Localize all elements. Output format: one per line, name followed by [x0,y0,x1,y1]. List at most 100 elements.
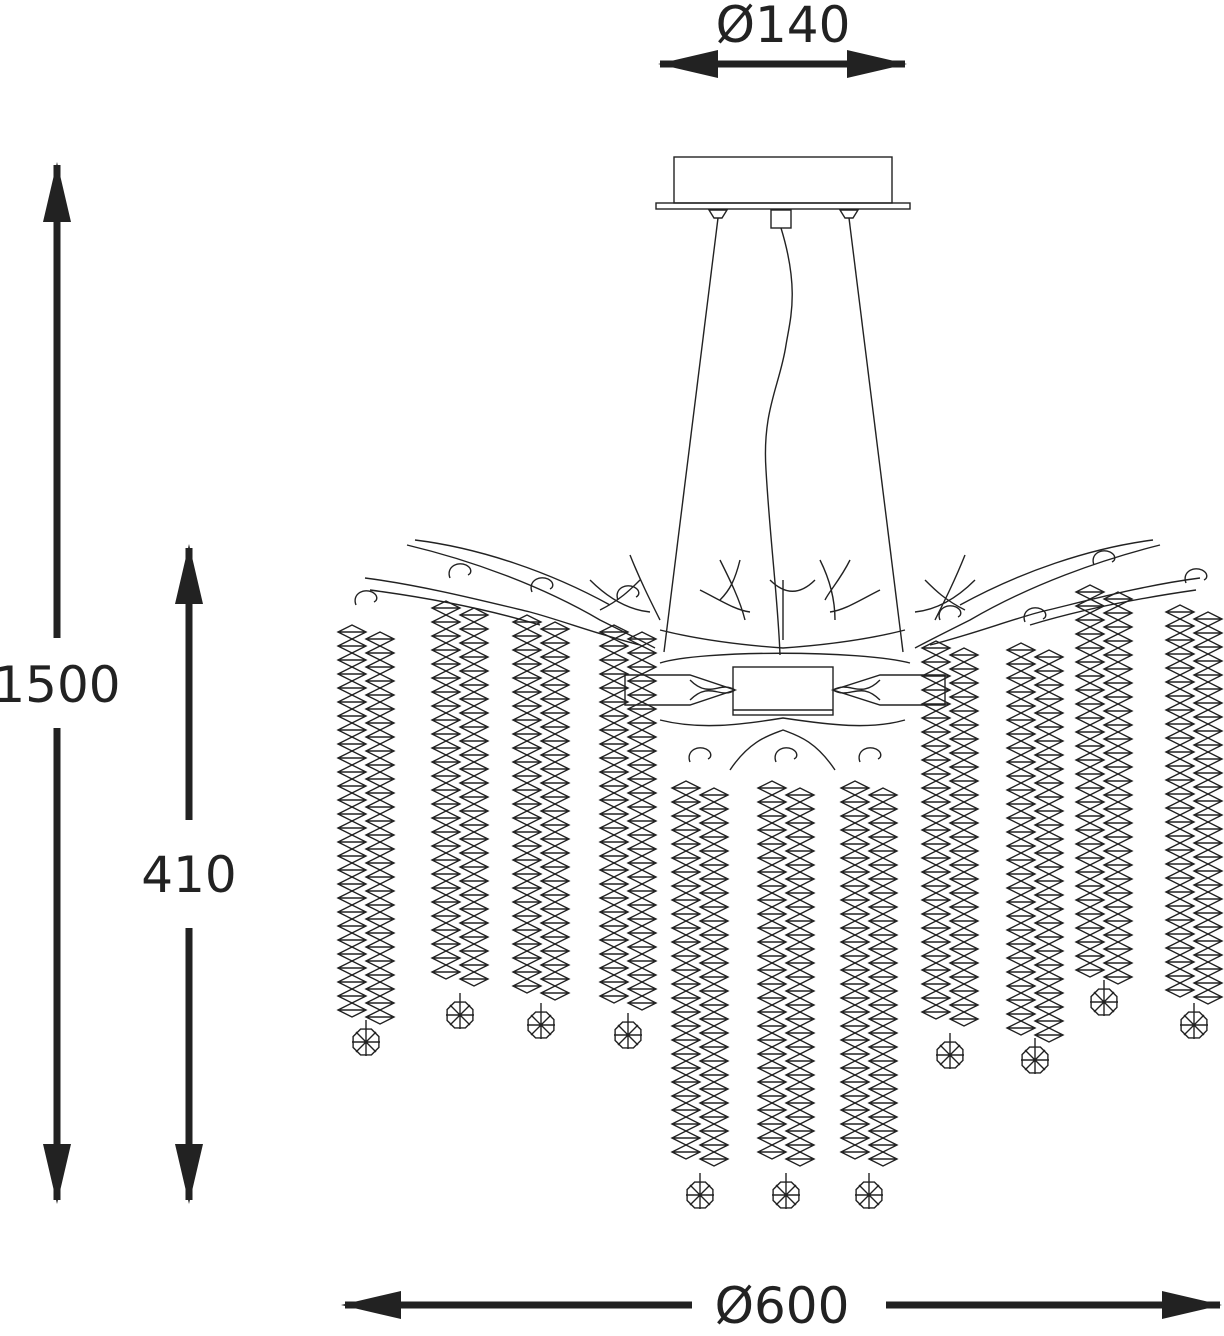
pendant-facets [614,1021,642,1049]
crystal-bead [1164,604,1196,620]
crystal-bead [539,901,571,917]
crystal-bead [698,1081,730,1097]
crystal-bead [839,1046,871,1062]
octagon-pendant [446,1001,474,1029]
crystal-bead [756,1074,788,1090]
crystal-bead [1102,745,1134,761]
crystal-bead [598,722,630,738]
crystal-bead [336,834,368,850]
crystal-strand [670,780,730,1209]
crystal-bead [867,941,899,957]
canopy-diameter-label: Ø140 [716,0,851,54]
crystal-bead [598,862,630,878]
crystal-bead [1005,684,1037,700]
crystal-bead [756,1018,788,1034]
crystal-bead [598,792,630,808]
crystal-bead [364,869,396,885]
crystal-bead [756,906,788,922]
crystal-bead [539,831,571,847]
crystal-bead [626,645,658,661]
crystal-bead [1102,717,1134,733]
crystal-bead [920,906,952,922]
crystal-bead [1192,905,1224,921]
crystal-bead [1164,786,1196,802]
crystal-bead [598,820,630,836]
crystal-bead [598,652,630,668]
crystal-bead [430,810,462,826]
crystal-bead [670,794,702,810]
crystal-bead [839,780,871,796]
crystal-bead [1192,793,1224,809]
crystal-bead [784,1081,816,1097]
crystal-bead [626,813,658,829]
crystal-bead [626,701,658,717]
octagon-pendant [936,1041,964,1069]
crystal-bead [458,691,490,707]
crystal-bead [626,631,658,647]
crystal-bead [784,1025,816,1041]
crystal-bead [539,803,571,819]
crystal-bead [670,780,702,796]
crystal-bead [1164,660,1196,676]
crystal-strand [1074,584,1134,1016]
crystal-bead [1005,908,1037,924]
crystal-bead [784,1095,816,1111]
crystal-bead [1102,843,1134,859]
crystal-bead [948,815,980,831]
crystal-bead [670,934,702,950]
crystal-bead [839,1074,871,1090]
crystal-bead [867,1123,899,1139]
crystal-bead [670,906,702,922]
crystal-bead [364,743,396,759]
crystal-bead [1164,926,1196,942]
crystal-bead [1102,941,1134,957]
crystal-bead [920,682,952,698]
crystal-bead [1074,822,1106,838]
arrowhead-up [43,162,71,222]
crystal-strand [920,640,980,1069]
crystal-bead [364,953,396,969]
crystal-bead [756,1060,788,1076]
arrowhead-right [1162,1291,1222,1319]
pendant-facets [772,1181,800,1209]
crystal-bead [1164,982,1196,998]
arrowhead-left [341,1291,401,1319]
crystal-bead [539,887,571,903]
crystal-bead [698,969,730,985]
crystal-bead [756,934,788,950]
crystal-bead [1033,747,1065,763]
crystal-bead [1102,703,1134,719]
crystal-bead [598,960,630,976]
crystal-bead [458,649,490,665]
crystal-bead [364,939,396,955]
crystal-bead [1192,975,1224,991]
crystal-bead [1192,723,1224,739]
crystal-bead [511,950,543,966]
crystal-bead [1005,754,1037,770]
crystal-bead [626,743,658,759]
crystal-bead [626,715,658,731]
crystal-bead [336,778,368,794]
crystal-bead [756,1032,788,1048]
crystal-bead [336,694,368,710]
crystal-bead [920,822,952,838]
crystal-bead [511,880,543,896]
crystal-bead [1192,947,1224,963]
crystal-bead [626,911,658,927]
crystal-bead [1164,870,1196,886]
crystal-bead [948,955,980,971]
crystal-bead [670,1060,702,1076]
crystal-bead [430,768,462,784]
crystal-bead [1005,1006,1037,1022]
crystal-bead [539,663,571,679]
crystal-bead [598,890,630,906]
crystal-bead [1005,964,1037,980]
crystal-bead [1192,625,1224,641]
crystal-bead [598,680,630,696]
crystal-bead [698,1011,730,1027]
crystal-bead [698,927,730,943]
crystal-bead [364,827,396,843]
crystal-bead [539,649,571,665]
crystal-bead [1033,929,1065,945]
crystal-bead [784,983,816,999]
